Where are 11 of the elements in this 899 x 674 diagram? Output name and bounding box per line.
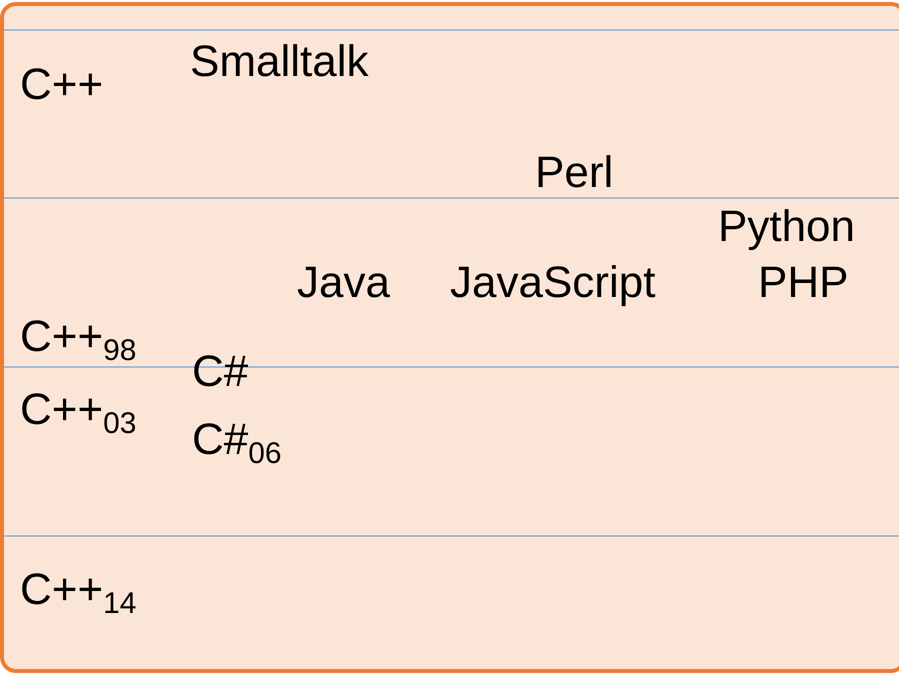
- language-label: C++: [20, 63, 104, 107]
- language-label: Java: [297, 261, 390, 305]
- language-label: C++$_{14}$: [20, 568, 136, 612]
- language-label: C#$_{06}$: [192, 418, 282, 462]
- language-label: Smalltalk: [190, 40, 368, 84]
- language-label: PHP: [758, 261, 848, 305]
- language-label: Python: [718, 205, 855, 249]
- language-label: Perl: [535, 151, 614, 195]
- language-label: C++$_{03}$: [20, 388, 136, 432]
- language-label: C++$_{98}$: [20, 315, 136, 359]
- language-label: JavaScript: [450, 261, 656, 305]
